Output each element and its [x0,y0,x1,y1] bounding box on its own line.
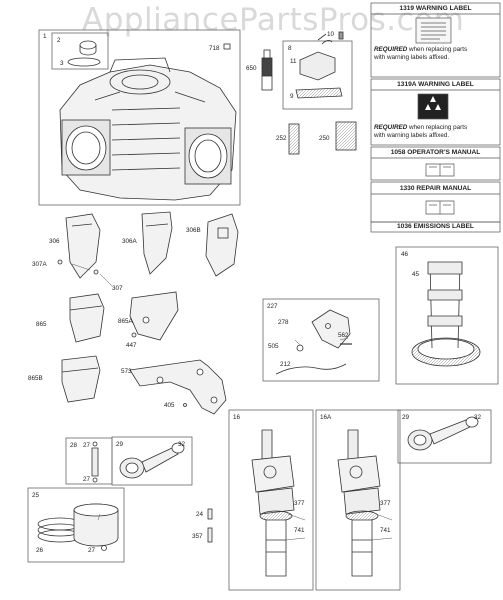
dowel-pins [207,508,213,543]
callout-29-left: 29 [116,441,124,448]
engine-block-group [38,29,241,206]
callout-3: 3 [60,60,64,67]
repair-book-icon [425,200,455,215]
callout-505: 505 [268,343,279,350]
piston-pin-group [65,437,113,485]
callout-27-piston: 27 [88,547,96,554]
callout-27-bottom: 27 [83,476,91,483]
crankshaft-group-16 [228,409,314,591]
callout-278: 278 [278,319,289,326]
warning-label-a-box [370,78,501,146]
callout-28: 28 [70,442,78,449]
crankshaft-group-16A [315,409,401,591]
warning-label-box [370,2,501,78]
callout-2: 2 [57,37,61,44]
callout-650: 650 [246,65,257,72]
warning-label-a-required-text: REQUIRED when replacing parts with warni… [374,124,467,139]
filters-252-250 [288,121,357,155]
callout-45: 45 [412,271,420,278]
manual-book-icon [425,163,455,177]
connecting-rod-left [111,436,193,486]
governor-group [262,298,380,382]
required-a-line-1: when replacing parts [407,124,468,131]
callout-9: 9 [290,93,294,100]
callout-212: 212 [280,361,291,368]
callout-16A: 16A [320,414,332,421]
callout-357: 357 [192,533,203,540]
callout-447: 447 [126,342,137,349]
callout-306: 306 [49,238,60,245]
required-word: REQUIRED [374,46,408,53]
backplate-573 [129,359,227,415]
warning-label-a-title: 1319A WARNING LABEL [397,81,474,88]
callout-562: 562 [338,332,349,339]
callout-718: 718 [209,45,220,52]
callout-10: 10 [327,31,335,38]
callout-865: 865 [36,321,47,328]
required-line-1: when replacing parts [407,46,468,53]
callout-377-16A: 377 [380,500,391,507]
leader-lines [71,263,393,541]
engine-block [59,57,237,201]
callout-306B: 306B [186,227,201,234]
callout-307A: 307A [32,261,48,268]
callout-405: 405 [164,402,175,409]
callout-741-16A: 741 [380,527,391,534]
watermark: AppliancePartsPros.com [82,2,465,38]
emissions-label-box [370,221,501,233]
callout-16: 16 [233,414,241,421]
callout-32-right: 32 [474,414,482,421]
callout-8: 8 [288,45,292,52]
callout-250: 250 [319,135,330,142]
callout-1: 1 [43,33,47,40]
callout-573: 573 [121,368,132,375]
connecting-rod-right [397,409,492,464]
callout-29-right: 29 [402,414,410,421]
callout-865A: 865A [118,318,134,325]
emissions-label-title: 1036 EMISSIONS LABEL [397,223,474,230]
callout-741-16: 741 [294,527,305,534]
callout-11: 11 [290,58,297,65]
breather-group [282,31,353,110]
operators-manual-title: 1058 OPERATOR'S MANUAL [390,149,481,156]
required-a-line-2: with warning labels affixed. [374,131,450,139]
sealant-tube-650 [261,49,273,91]
piston-group [27,487,125,563]
callout-377-16: 377 [294,500,305,507]
callouts: 1 2 3 718 650 8 10 11 9 252 250 306 306A… [28,31,482,554]
required-line-2: with warning labels affixed. [374,53,450,61]
camshaft-group [395,246,499,385]
side-panel [370,2,501,233]
callout-306A: 306A [122,238,138,245]
air-guides [57,211,239,279]
callout-24: 24 [196,511,204,518]
operators-manual-box [370,146,501,181]
warning-label-required-text: REQUIRED when replacing parts with warni… [374,46,467,61]
callout-252: 252 [276,135,287,142]
repair-manual-title: 1330 REPAIR MANUAL [399,185,472,192]
callout-27-top: 27 [83,442,91,449]
callout-865B: 865B [28,375,43,382]
callout-46: 46 [401,251,409,258]
callout-26: 26 [36,547,44,554]
callout-307: 307 [112,285,123,292]
callout-25: 25 [32,492,40,499]
covers-865 [61,291,179,403]
callout-227: 227 [267,303,278,310]
callout-32-left: 32 [178,441,186,448]
warning-label-title: 1319 WARNING LABEL [399,5,472,12]
required-word-a: REQUIRED [374,124,408,131]
